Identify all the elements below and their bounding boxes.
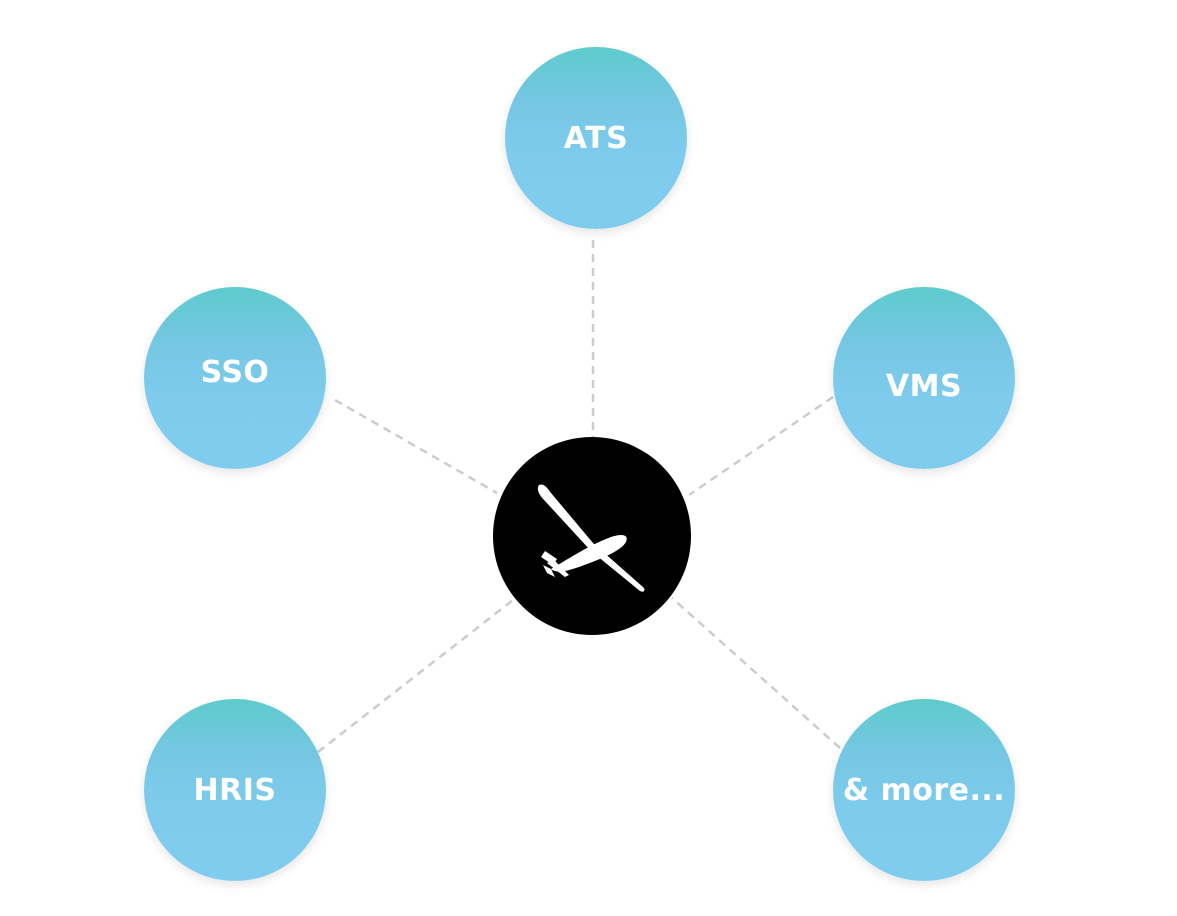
hub-logo — [493, 437, 691, 635]
node-label-more: & more... — [842, 772, 1006, 808]
node-label-hris: HRIS — [193, 772, 277, 808]
node-sso: SSO — [144, 287, 326, 469]
node-vms: VMS — [833, 287, 1015, 469]
connector-sso — [334, 398, 498, 495]
node-label-vms: VMS — [885, 368, 963, 404]
node-label-ats: ATS — [563, 120, 629, 156]
node-hris: HRIS — [144, 699, 326, 881]
glider-plane-icon — [537, 484, 645, 592]
connector-vms — [688, 395, 834, 497]
connector-hris — [317, 599, 514, 753]
node-more: & more... — [833, 699, 1015, 881]
connector-more — [671, 597, 841, 749]
node-ats: ATS — [505, 47, 687, 229]
node-label-sso: SSO — [200, 354, 270, 390]
